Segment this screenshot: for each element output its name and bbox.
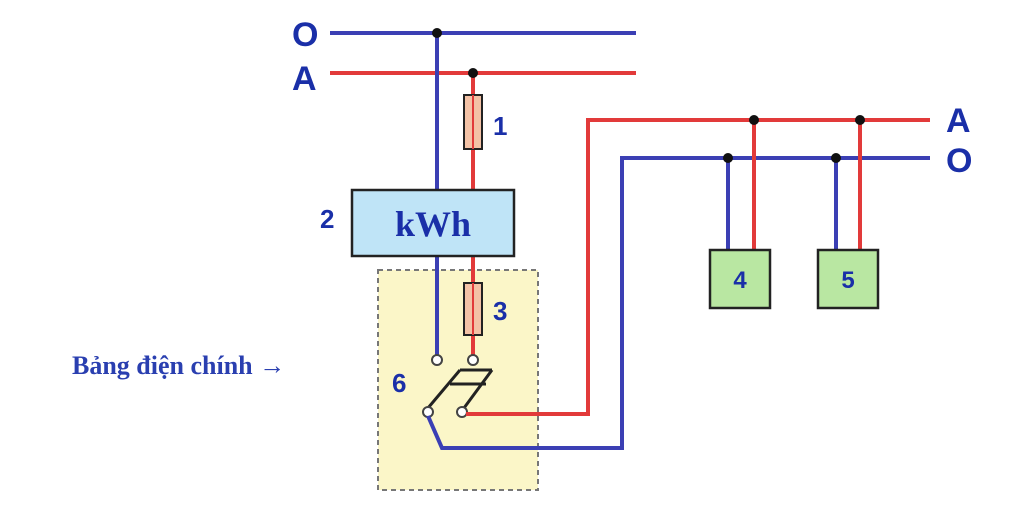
output-neutral-label: O (946, 142, 972, 180)
neutral-junction-dot (432, 28, 442, 38)
double-pole-switch (426, 368, 494, 409)
switch-terminal-neutral-top (431, 354, 443, 366)
load-4-neutral-dot (723, 153, 733, 163)
phase-junction-dot (468, 68, 478, 78)
supply-neutral-label: O (292, 16, 318, 54)
load-5-phase-dot (855, 115, 865, 125)
kwh-meter (350, 188, 516, 258)
main-panel-caption: Bảng điện chính → (72, 351, 285, 380)
load-4-box (708, 248, 772, 310)
fuse-3-label: 3 (493, 296, 507, 326)
switch-terminal-neutral-bottom (422, 406, 434, 418)
load-5-label: 5 (841, 267, 854, 294)
load-5-box (816, 248, 880, 310)
load-4-phase-dot (749, 115, 759, 125)
supply-phase-label: A (292, 60, 317, 98)
meter-label: 2 (320, 204, 334, 234)
load-5-neutral-dot (831, 153, 841, 163)
switch-terminal-phase-top (467, 354, 479, 366)
kwh-meter-text: kWh (395, 204, 471, 244)
output-phase-label: A (946, 102, 971, 140)
main-panel-box (377, 269, 539, 491)
fuse-1-label: 1 (493, 111, 507, 141)
switch-terminal-phase-bottom (456, 406, 468, 418)
load-4-label: 4 (733, 267, 747, 294)
switch-label: 6 (392, 368, 406, 398)
